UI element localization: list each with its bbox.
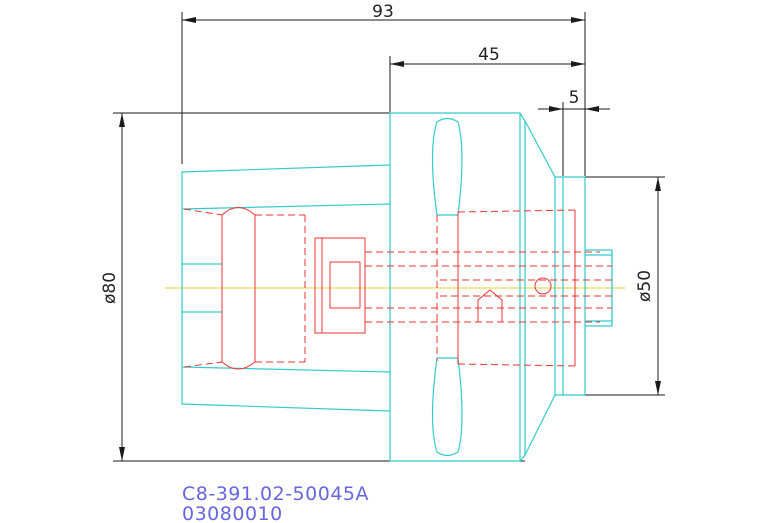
part-outline — [181, 112, 613, 462]
dimension-5: 5 — [569, 88, 580, 108]
dimension-93: 93 — [372, 2, 394, 22]
hidden-detail — [183, 207, 612, 370]
part-code: 03080010 — [182, 503, 283, 523]
dimension-diameter-80: ø80 — [100, 272, 120, 304]
dimension-diameter-50: ø50 — [635, 270, 655, 302]
part-number: C8-391.02-50045A — [182, 483, 369, 505]
dimension-lines — [113, 12, 665, 462]
dimension-45: 45 — [478, 45, 500, 65]
